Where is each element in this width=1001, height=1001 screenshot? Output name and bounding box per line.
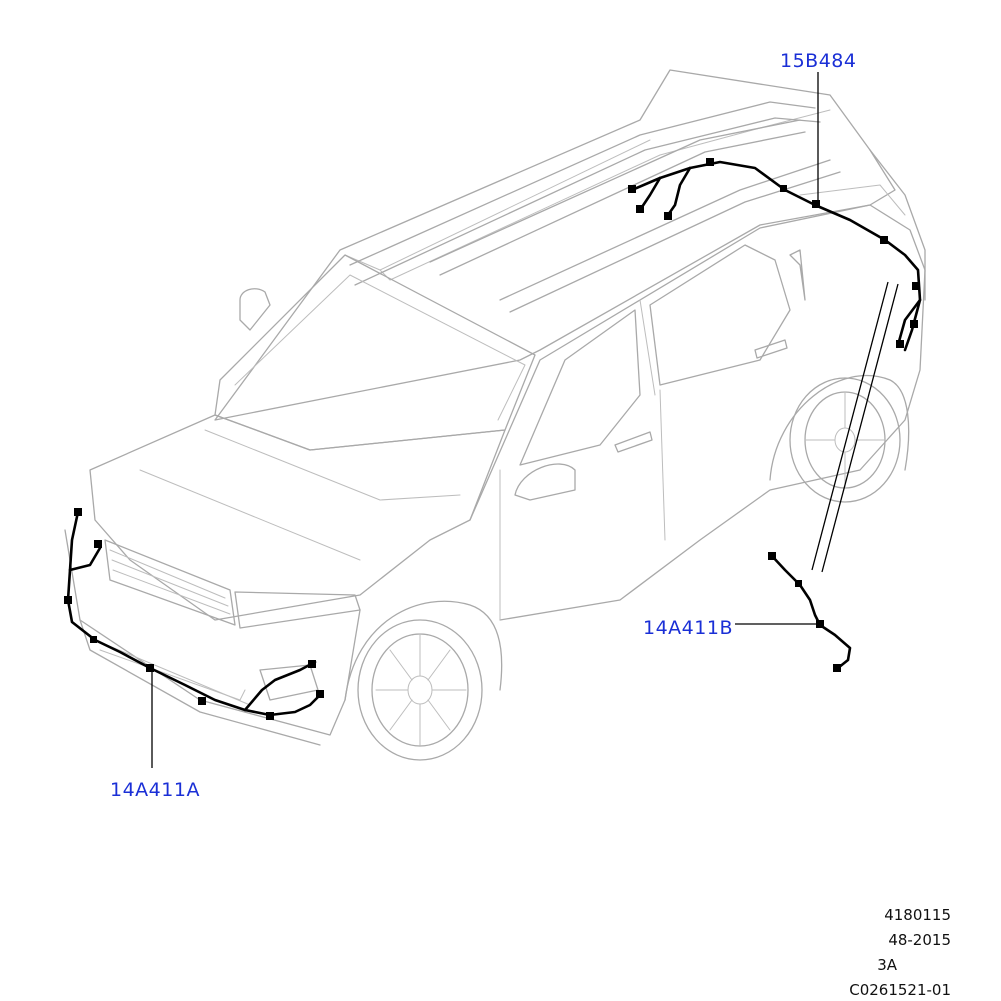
callout-front-harness: 14A411A	[110, 779, 200, 801]
callout-rear-harness: 14A411B	[643, 617, 733, 639]
harness-front	[64, 508, 324, 720]
meta-line-3: 3A	[877, 956, 897, 974]
callout-roof-harness: 15B484	[780, 50, 857, 72]
meta-line-2: 48-2015	[888, 931, 951, 949]
vehicle-outline	[64, 69, 926, 761]
harness-roof	[628, 158, 922, 352]
break-line-2	[821, 283, 899, 573]
leader-lines	[151, 72, 899, 768]
harness-rear	[768, 552, 852, 672]
break-line-1	[811, 281, 889, 571]
meta-line-4: C0261521-01	[849, 981, 951, 999]
meta-line-1: 4180115	[884, 906, 951, 924]
